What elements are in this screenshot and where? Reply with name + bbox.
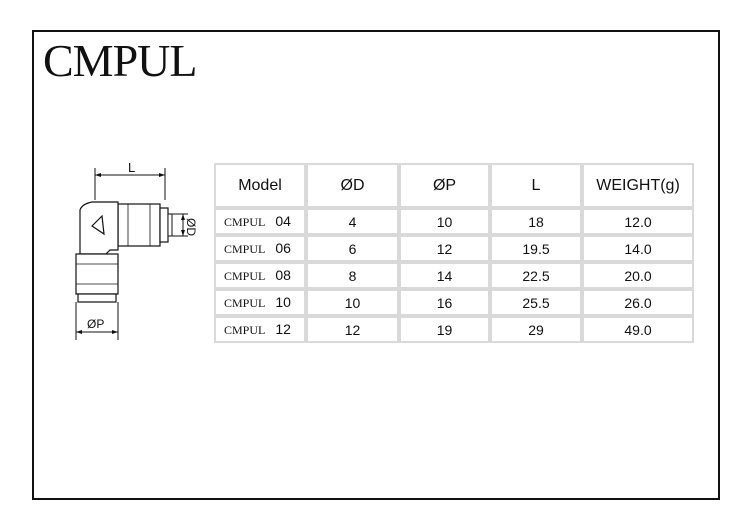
cell-model: CMPUL 10 [214,289,306,316]
cell-od: 10 [306,289,399,316]
cell-op: 12 [399,235,490,262]
header-model: Model [214,163,306,208]
cell-model: CMPUL 08 [214,262,306,289]
table-header-row: Model ØD ØP L WEIGHT(g) [214,163,694,208]
page-title: CMPUL [43,35,197,86]
table-row: CMPUL 04 4 10 18 12.0 [214,208,694,235]
dimension-d-label: ØD [184,218,198,236]
cell-l: 22.5 [490,262,582,289]
table-row: CMPUL 06 6 12 19.5 14.0 [214,235,694,262]
cell-l: 25.5 [490,289,582,316]
elbow-fitting-drawing: L ØD ØP [75,160,198,340]
cell-l: 19.5 [490,235,582,262]
model-name: CMPUL [224,269,266,283]
cell-l: 18 [490,208,582,235]
cell-op: 10 [399,208,490,235]
cell-od: 4 [306,208,399,235]
cell-model: CMPUL 04 [214,208,306,235]
model-size: 06 [275,240,291,256]
cell-op: 14 [399,262,490,289]
table-row: CMPUL 10 10 16 25.5 26.0 [214,289,694,316]
table-row: CMPUL 08 8 14 22.5 20.0 [214,262,694,289]
cell-weight: 26.0 [582,289,694,316]
model-size: 08 [275,267,291,283]
header-op: ØP [399,163,490,208]
cell-od: 12 [306,316,399,343]
cell-od: 8 [306,262,399,289]
cell-l: 29 [490,316,582,343]
model-name: CMPUL [224,323,266,337]
spec-table: Model ØD ØP L WEIGHT(g) CMPUL 04 4 10 18 … [214,163,694,343]
cell-weight: 14.0 [582,235,694,262]
cell-model: CMPUL 06 [214,235,306,262]
cell-model: CMPUL 12 [214,316,306,343]
model-size: 10 [275,294,291,310]
model-size: 04 [275,213,291,229]
cell-weight: 12.0 [582,208,694,235]
cell-weight: 20.0 [582,262,694,289]
model-size: 12 [275,321,291,337]
cell-op: 19 [399,316,490,343]
model-name: CMPUL [224,296,266,310]
header-weight: WEIGHT(g) [582,163,694,208]
table-row: CMPUL 12 12 19 29 49.0 [214,316,694,343]
header-l: L [490,163,582,208]
dimension-p-label: ØP [87,317,104,331]
cell-op: 16 [399,289,490,316]
document-frame [32,30,720,500]
cell-od: 6 [306,235,399,262]
dimension-l-label: L [128,160,135,175]
cell-weight: 49.0 [582,316,694,343]
model-name: CMPUL [224,242,266,256]
header-od: ØD [306,163,399,208]
model-name: CMPUL [224,215,266,229]
